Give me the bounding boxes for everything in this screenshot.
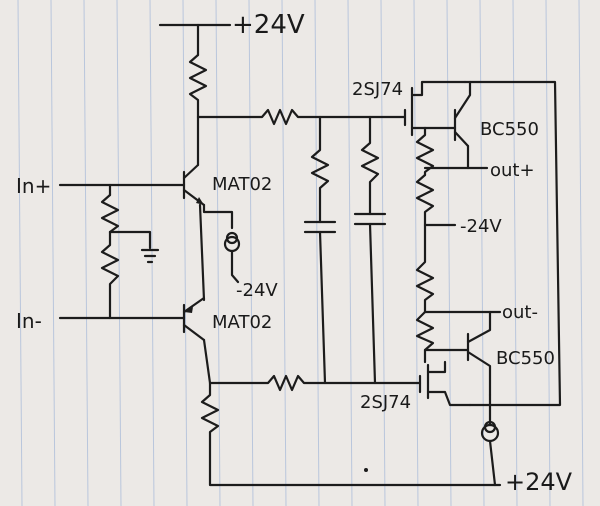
q6-part-label: 2SJ74: [360, 392, 411, 413]
rule-line: [545, 0, 551, 506]
rule-line: [380, 0, 386, 506]
rule-line: [248, 0, 254, 506]
rule-line: [479, 0, 485, 506]
rule-line: [50, 0, 56, 506]
q1-arrow-icon: [196, 197, 204, 205]
neg-supply-left-label: -24V: [236, 280, 278, 301]
q2-arrow-icon: [184, 307, 193, 313]
q5-part-label: BC550: [496, 348, 555, 369]
output-plus-label: out+: [490, 160, 535, 181]
rule-line: [215, 0, 221, 506]
q4-part-label: BC550: [480, 119, 539, 140]
rule-line: [182, 0, 188, 506]
paper-rules: [17, 0, 584, 506]
rule-line: [281, 0, 287, 506]
q1-part-label: MAT02: [212, 174, 272, 195]
input-plus-label: In+: [16, 174, 51, 198]
q3-part-label: 2SJ74: [352, 79, 403, 100]
neg-supply-mid-label: -24V: [460, 216, 502, 237]
rule-line: [314, 0, 320, 506]
input-minus-label: In-: [16, 309, 42, 333]
rule-line: [512, 0, 518, 506]
rule-line: [149, 0, 155, 506]
rule-line: [83, 0, 89, 506]
rule-line: [578, 0, 584, 506]
rule-line: [446, 0, 452, 506]
rule-line: [116, 0, 122, 506]
q2-part-label: MAT02: [212, 312, 272, 333]
output-minus-label: out-: [502, 302, 538, 323]
rule-line: [413, 0, 419, 506]
rule-line: [17, 0, 23, 506]
supply-bottom-label: +24V: [505, 468, 573, 496]
node-dot: [364, 468, 368, 472]
supply-top-label: +24V: [232, 10, 305, 40]
wires: [58, 23, 562, 487]
rule-line: [347, 0, 353, 506]
